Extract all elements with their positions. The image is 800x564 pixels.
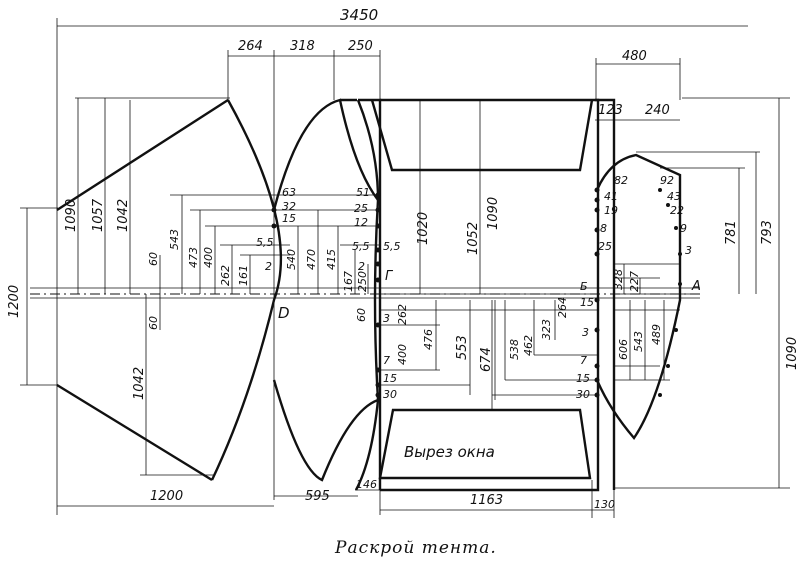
dim-606: 606	[617, 339, 630, 360]
right-door-panel	[595, 98, 760, 490]
point-7-lower: 7	[383, 354, 390, 367]
dim-250-center: 250	[356, 271, 369, 292]
dim-1052: 1052	[466, 222, 481, 255]
dim-left-161: 161	[237, 265, 250, 286]
dim-323: 323	[540, 319, 553, 340]
point-22: 22	[670, 204, 684, 217]
point-2-a: 2	[265, 260, 272, 273]
label-d: D	[278, 304, 290, 322]
point-3-right: 3	[582, 326, 589, 339]
point-7-right: 7	[580, 354, 587, 367]
upper-window-cutout	[370, 99, 594, 172]
dim-543-right: 543	[632, 331, 645, 352]
dim-240: 240	[645, 103, 670, 118]
dim-bottom-130: 130	[594, 498, 615, 511]
dim-553: 553	[455, 335, 470, 360]
dim-674: 674	[479, 347, 494, 372]
dim-left-1090: 1090	[64, 199, 79, 232]
point-15-lower: 15	[383, 372, 397, 385]
dim-left-543: 543	[168, 229, 181, 250]
roof-panel	[354, 98, 600, 492]
point-43: 43	[667, 190, 681, 203]
point-8: 8	[600, 222, 607, 235]
dim-462: 462	[522, 335, 535, 356]
dim-470: 470	[305, 249, 318, 270]
center-gore-panel	[272, 98, 380, 482]
point-25-right: 25	[598, 240, 612, 253]
point-12: 12	[354, 216, 368, 229]
point-32: 32	[282, 200, 296, 213]
point-51: 51	[356, 186, 370, 199]
point-3-lower: 3	[383, 312, 390, 325]
dim-60-lower: 60	[355, 308, 368, 322]
dim-538: 538	[508, 339, 521, 360]
dim-bottom-595: 595	[305, 489, 330, 504]
dim-400-lower: 400	[396, 344, 409, 365]
dim-left-473: 473	[187, 247, 200, 268]
point-5-5-b: 5,5	[352, 240, 370, 253]
dim-540: 540	[285, 249, 298, 270]
dim-1090-center: 1090	[486, 197, 501, 230]
dim-bottom-1163: 1163	[470, 493, 503, 508]
point-30-right: 30	[576, 388, 590, 401]
dim-left-1042-bottom: 1042	[132, 367, 147, 400]
dim-left-1057: 1057	[91, 198, 106, 232]
point-63: 63	[282, 186, 296, 199]
point-2-b: 2	[358, 260, 365, 273]
point-3-door: 3	[685, 244, 692, 257]
point-5-5-c: 5,5	[383, 240, 401, 253]
dim-250: 250	[348, 39, 373, 54]
dim-left-262: 262	[219, 265, 232, 286]
point-15-right: 15	[576, 372, 590, 385]
dim-overall-3450: 3450	[340, 6, 378, 24]
dim-318: 318	[290, 39, 315, 54]
dim-123: 123	[598, 103, 623, 118]
point-a: А	[691, 279, 701, 294]
point-30-lower: 30	[383, 388, 397, 401]
dim-left-1200: 1200	[7, 285, 22, 318]
dim-264-right: 264	[556, 297, 569, 318]
dim-1020: 1020	[416, 212, 431, 245]
dim-left-60-top: 60	[147, 252, 160, 266]
dim-264: 264	[238, 39, 263, 54]
point-25: 25	[354, 202, 368, 215]
window-cutout-label: Вырез окна	[404, 443, 495, 461]
dim-476: 476	[422, 329, 435, 350]
dim-left-1042-top: 1042	[116, 199, 131, 232]
dim-left-60-bottom: 60	[147, 316, 160, 330]
figure-caption: Раскрой тента.	[334, 538, 497, 558]
point-19: 19	[604, 204, 618, 217]
point-b: Б	[580, 280, 588, 293]
point-82: 82	[614, 174, 628, 187]
dim-167: 167	[342, 271, 355, 292]
dim-480: 480	[622, 49, 647, 64]
dim-1090-right: 1090	[785, 337, 800, 370]
dim-bottom-1200: 1200	[150, 489, 183, 504]
dim-781: 781	[724, 220, 739, 245]
label-g: Г	[385, 269, 394, 284]
lower-window-cutout	[378, 408, 592, 480]
point-9: 9	[680, 222, 687, 235]
dim-328: 328	[612, 269, 625, 290]
point-92: 92	[660, 174, 674, 187]
marked-points	[271, 187, 682, 398]
point-15: 15	[282, 212, 296, 225]
dim-489: 489	[650, 324, 663, 345]
dim-227: 227	[628, 271, 641, 292]
left-side-panel	[20, 97, 380, 482]
point-41: 41	[604, 190, 618, 203]
point-15-right-top: 15	[580, 296, 594, 309]
dim-left-400: 400	[202, 247, 215, 268]
dim-793: 793	[760, 220, 775, 245]
point-5-5-a: 5,5	[256, 236, 274, 249]
dim-bottom-146: 146	[356, 478, 377, 491]
dim-262-lower: 262	[396, 304, 409, 325]
dim-415: 415	[325, 249, 338, 270]
